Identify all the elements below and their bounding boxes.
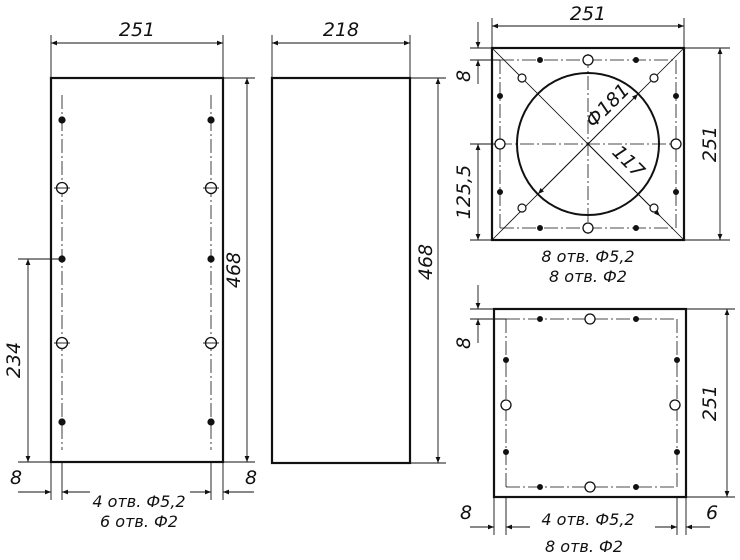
side-a-hole-note-2: 6 отв. Ф2 — [100, 512, 178, 531]
small-hole — [58, 418, 66, 426]
side-b-width-label: 218 — [323, 19, 359, 41]
large-hole — [500, 399, 512, 411]
top-height-label: 251 — [699, 126, 721, 162]
small-hole — [537, 315, 544, 322]
small-hole — [502, 448, 509, 455]
small-hole — [207, 116, 215, 124]
mounting-hole — [517, 73, 527, 83]
mounting-hole — [649, 203, 659, 213]
top-hole-note-1: 8 отв. Ф5,2 — [541, 247, 634, 266]
small-hole — [207, 255, 215, 263]
side-a-offset-label: 234 — [3, 342, 25, 378]
large-hole — [670, 138, 682, 150]
side-panel-b: 218 468 — [270, 19, 446, 465]
small-hole — [496, 93, 503, 100]
side-panel-b-outline — [270, 76, 412, 465]
side-a-right-margin-label: 8 — [245, 467, 257, 489]
diagonal-dim-line — [587, 143, 661, 217]
bottom-panel-outline — [492, 307, 688, 499]
side-b-height-label: 468 — [415, 244, 437, 280]
small-hole — [633, 57, 640, 64]
top-width-label: 251 — [570, 3, 606, 25]
small-hole — [207, 418, 215, 426]
small-hole — [58, 116, 66, 124]
small-hole — [633, 483, 640, 490]
mounting-hole — [649, 73, 659, 83]
large-hole — [582, 222, 594, 234]
bottom-right-margin-label: 6 — [706, 502, 718, 524]
top-panel: 251 251 8 125,5 Ф181 117 8 отв. Ф5,2 8 о… — [453, 3, 730, 286]
diagonal-label: 117 — [608, 141, 649, 182]
large-hole — [669, 399, 681, 411]
mounting-hole — [517, 203, 527, 213]
small-hole — [673, 93, 680, 100]
large-hole — [584, 481, 596, 493]
small-hole — [58, 255, 66, 263]
large-hole — [584, 313, 596, 325]
small-hole — [537, 483, 544, 490]
bottom-panel: 251 8 8 6 4 отв. Ф5,2 8 отв. Ф2 — [453, 285, 735, 556]
bottom-hole-note-1: 4 отв. Ф5,2 — [541, 510, 634, 529]
bottom-left-margin-label: 8 — [460, 502, 472, 524]
side-panel-a-outline — [49, 76, 225, 464]
large-hole — [582, 54, 594, 66]
small-hole — [496, 188, 503, 195]
top-center-label: 125,5 — [453, 165, 475, 219]
top-edge-label: 8 — [453, 70, 475, 82]
bottom-hole-note-2: 8 отв. Ф2 — [545, 537, 623, 556]
bottom-edge-label: 8 — [453, 337, 475, 349]
small-hole — [674, 356, 681, 363]
large-hole — [494, 138, 506, 150]
top-hole-note-2: 8 отв. Ф2 — [549, 267, 627, 286]
side-a-height-label: 468 — [223, 252, 245, 288]
small-hole — [537, 57, 544, 64]
small-hole — [633, 224, 640, 231]
bottom-height-label: 251 — [699, 385, 721, 421]
small-hole — [673, 188, 680, 195]
side-a-hole-note-1: 4 отв. Ф5,2 — [92, 492, 185, 511]
small-hole — [502, 356, 509, 363]
side-a-left-margin-label: 8 — [10, 467, 22, 489]
small-hole — [633, 315, 640, 322]
speaker-cutout — [516, 72, 660, 216]
side-panel-a: 251 468 234 8 8 4 отв. Ф5,2 6 отв. Ф2 — [3, 19, 257, 531]
small-hole — [537, 224, 544, 231]
small-hole — [674, 448, 681, 455]
side-a-width-label: 251 — [119, 19, 155, 41]
